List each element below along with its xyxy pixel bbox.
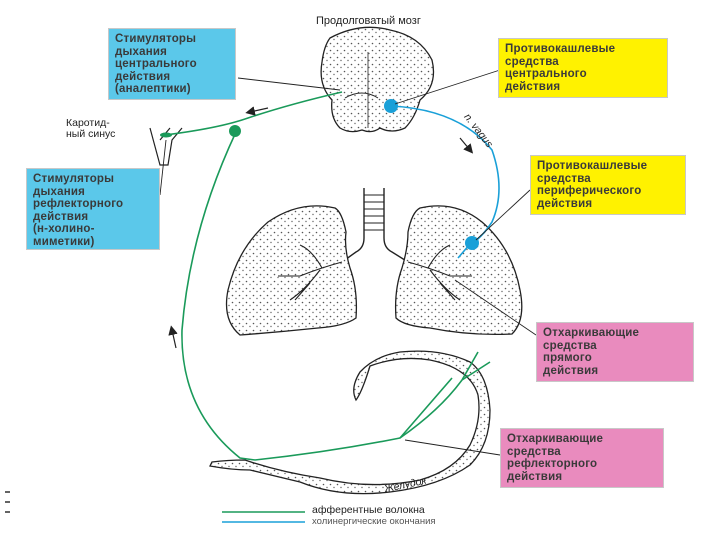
right-lung-shape: [394, 205, 523, 336]
box-central-antitussive: Противокашлевые средства центрального де…: [498, 38, 668, 98]
green-ganglion-dot: [229, 125, 241, 137]
box-peripheral-antitussive: Противокашлевые средства периферического…: [530, 155, 686, 215]
medulla-title: Продолговатый мозг: [316, 15, 421, 27]
carotid-sinus-label: Каротид- ный синус: [66, 117, 116, 140]
stomach-shape: [209, 350, 491, 495]
left-lung-shape: [225, 205, 358, 336]
box-reflex-expectorants: Отхаркивающие средства рефлекторного дей…: [500, 428, 664, 488]
trachea-shape: [341, 188, 409, 263]
central-cough-center-dot: [384, 99, 398, 113]
medulla-shape: [320, 26, 435, 133]
legend-cholinergic-text: холинергические окончания: [312, 516, 436, 527]
box-direct-expectorants: Отхаркивающие средства прямого действия: [536, 322, 694, 382]
box-reflex-stimulants: Стимуляторы дыхания рефлекторного действ…: [26, 168, 160, 250]
vagus-nerve-line: [391, 105, 500, 259]
legend-afferent-text: афферентные волокна: [312, 504, 425, 516]
peripheral-receptor-dot: [465, 236, 479, 250]
afferent-fibers: [164, 91, 491, 461]
box-central-stimulants: Стимуляторы дыхания центрального действи…: [108, 28, 236, 100]
